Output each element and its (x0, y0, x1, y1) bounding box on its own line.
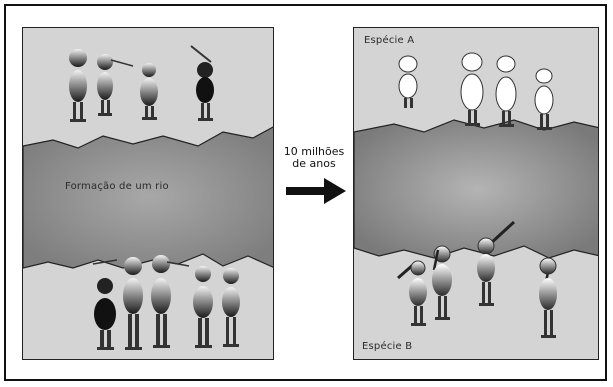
time-label-line2: de anos (292, 157, 336, 170)
right-arrow-icon (286, 178, 346, 204)
time-label: 10 milhões de anos (277, 146, 351, 170)
bird-group-top (69, 45, 214, 122)
species-b-label: Espécie B (362, 341, 413, 352)
river (23, 126, 273, 269)
species-a-label: Espécie A (364, 35, 415, 46)
river-label: Formação de um rio (65, 181, 169, 192)
panel-after (353, 27, 599, 360)
panel-before (22, 27, 274, 360)
bird-group-bottom (92, 255, 240, 350)
species-a-group (398, 52, 554, 130)
panel-after-art (354, 28, 598, 359)
species-b-group (397, 220, 557, 338)
river-widened (354, 119, 598, 259)
time-label-line1: 10 milhões (283, 145, 345, 158)
panel-before-art (23, 28, 273, 359)
